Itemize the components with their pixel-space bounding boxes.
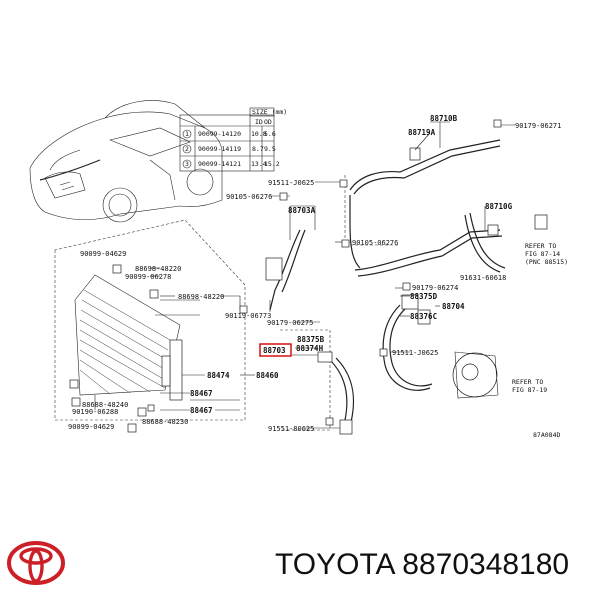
size-row-part: 90099-14120 <box>198 130 241 138</box>
label-pnc-1: (PNC 88515) <box>525 258 568 266</box>
label-90105-06276b: 90105-06276 <box>352 239 398 247</box>
fasteners <box>69 119 502 433</box>
pipes <box>265 139 548 435</box>
label-88703: 88703 <box>263 346 286 355</box>
label-88688-48240: 88688-48240 <box>82 401 128 409</box>
label-91511-j0625b: 91511-J0625 <box>392 349 438 357</box>
size-table: SIZE (mm) ID OD 1 90099-14120 10.8 5.6 2… <box>179 107 287 172</box>
size-row-od: 9.5 <box>264 145 276 153</box>
label-90099-06278: 90099-06278 <box>125 273 171 281</box>
label-fig-2: FIG 87-19 <box>512 386 547 394</box>
size-table-title: SIZE (mm) <box>252 108 287 116</box>
label-91551-80625: 91551-80625 <box>268 425 314 433</box>
size-row-part: 90099-14121 <box>198 160 241 168</box>
label-88474: 88474 <box>207 371 230 380</box>
label-88698-48220: 88698-48220 <box>135 265 181 273</box>
label-90179-06274: 90179-06274 <box>412 284 458 292</box>
label-91511-j0625: 91511-J0625 <box>268 179 314 187</box>
size-row-od: 5.6 <box>264 130 276 138</box>
part-number: 8870348180 <box>402 548 570 581</box>
label-88374h: 88374H <box>296 344 324 353</box>
condenser <box>74 274 200 401</box>
size-row-id: 10.8 <box>251 130 267 138</box>
size-row-ref: 3 <box>185 160 189 168</box>
brand-name: TOYOTA <box>275 548 394 581</box>
label-refer-to-1: REFER TO <box>525 242 556 250</box>
brand-line: TOYOTA 8870348180 <box>275 548 569 582</box>
size-row-id: 13.4 <box>251 160 267 168</box>
label-90099-04629b: 90099-04629 <box>68 423 114 431</box>
label-code: 87A084D <box>533 431 560 439</box>
size-row-part: 90099-14119 <box>198 145 241 153</box>
label-90119-06773: 90119-06773 <box>225 312 271 320</box>
label-88375d: 88375D <box>410 292 438 301</box>
label-88710b: 88710B <box>430 114 458 123</box>
label-88376c: 88376C <box>410 312 437 321</box>
size-table-col-id: ID <box>255 118 263 126</box>
label-90099-04629: 90099-04629 <box>80 250 126 258</box>
label-fig-1: FIG 87-14 <box>525 250 560 258</box>
toyota-logo <box>7 541 65 585</box>
size-table-col-od: OD <box>264 118 272 126</box>
lower-boundary <box>280 329 331 431</box>
size-row-od: 15.2 <box>264 160 280 168</box>
label-88704: 88704 <box>442 302 465 311</box>
label-88710g: 88710G <box>485 202 513 211</box>
size-row-ref: 2 <box>185 145 189 153</box>
label-90190-06288: 90190-06288 <box>72 408 118 416</box>
label-91631-60618: 91631-60618 <box>460 274 506 282</box>
label-88460: 88460 <box>256 371 279 380</box>
toyota-logo-mark <box>7 541 65 585</box>
label-refer-to-2: REFER TO <box>512 378 543 386</box>
label-90105-06276: 90105-06276 <box>226 193 272 201</box>
label-88375b: 88375B <box>297 335 325 344</box>
label-88688-48230: 88688-48230 <box>142 418 188 426</box>
car-illustration <box>29 100 223 223</box>
size-row-ref: 1 <box>185 130 189 138</box>
label-90179-06271: 90179-06271 <box>515 122 561 130</box>
label-88719a: 88719A <box>408 128 436 137</box>
label-90179-06275: 90179-06275 <box>267 319 313 327</box>
highlight-88703 <box>259 343 292 357</box>
condenser-boundary <box>54 219 246 421</box>
label-88467a: 88467 <box>190 389 213 398</box>
label-88698-48220b: 88698-48220 <box>178 293 224 301</box>
label-88467b: 88467 <box>190 406 213 415</box>
size-row-id: 8.7 <box>252 145 264 153</box>
label-88703a: 88703A <box>288 206 316 215</box>
